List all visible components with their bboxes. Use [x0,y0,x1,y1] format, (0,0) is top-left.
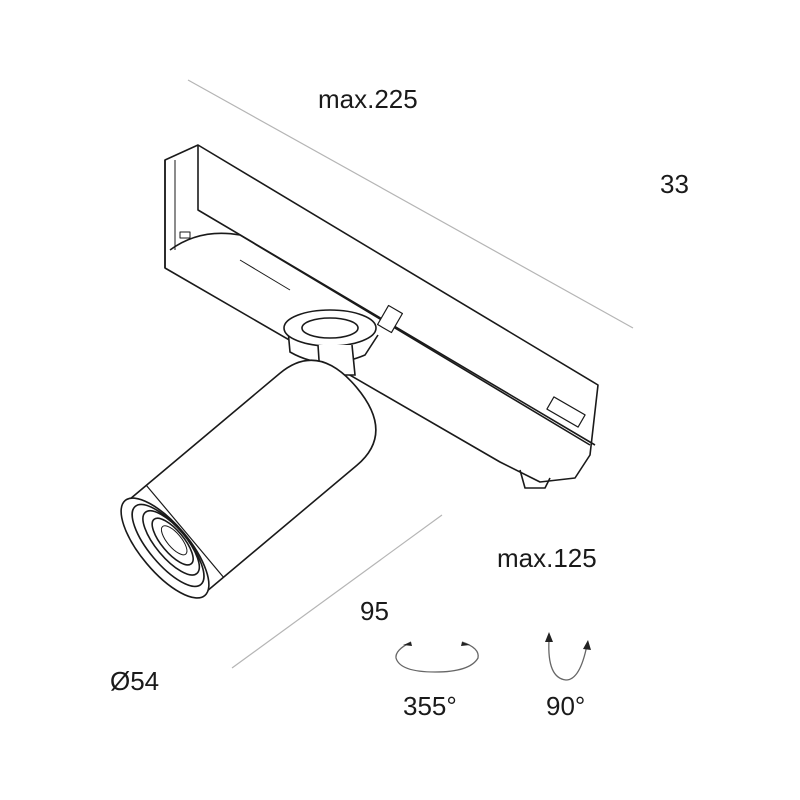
projection-label: max.125 [497,543,597,573]
horizontal-rotation-label: 355° [403,691,457,721]
body-length-dimension-line [231,514,443,669]
dimension-lines [187,79,634,669]
vertical-tilt-arrow-icon [545,632,591,681]
height-label: 33 [660,169,689,199]
vertical-tilt-label: 90° [546,691,586,721]
body-length-label: 95 [360,596,389,626]
diameter-label: Ø54 [110,666,160,696]
length-dimension-line [187,79,634,329]
length-label: max.225 [318,84,418,114]
horizontal-rotation-arrow-icon [395,641,479,673]
spotlight-body [120,359,377,599]
track-adapter [164,144,599,489]
